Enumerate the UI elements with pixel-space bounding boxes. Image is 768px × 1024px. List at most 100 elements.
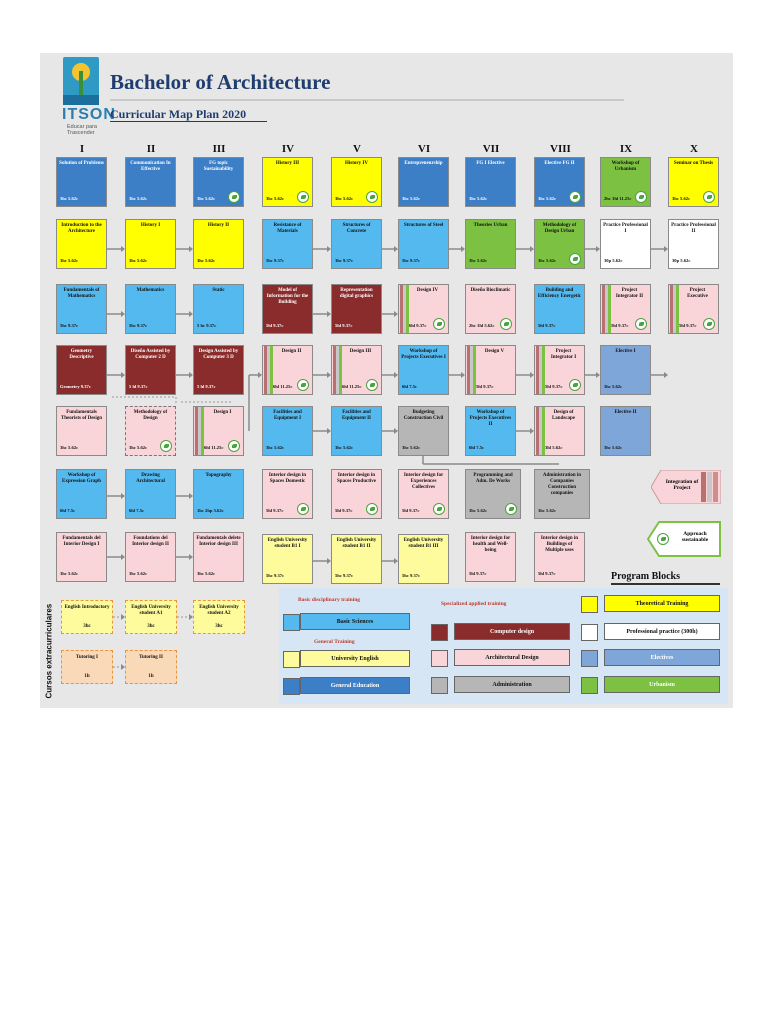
- course-name: Elective II: [614, 410, 637, 415]
- sustainability-icon: [703, 318, 715, 330]
- course-credits: 3hc 5.62c: [197, 571, 216, 576]
- course-name: English University student B1 II: [336, 538, 377, 549]
- course-name: English University student B1 III: [403, 538, 444, 549]
- course-name: Project Integrator I: [550, 349, 577, 360]
- extracurricular-credits: 1h: [84, 674, 90, 679]
- integration-stripe: [608, 285, 611, 333]
- course-name: English University student B1 I: [267, 538, 308, 549]
- course-credits: 3hc 5.62c: [129, 445, 148, 450]
- course-credits: 5hl 9.37c: [402, 508, 420, 513]
- program-blocks-title: Program Blocks: [611, 571, 680, 582]
- semester-header: VII: [482, 143, 500, 155]
- legend-swatch-computer-design: [431, 624, 448, 641]
- course-credits: 3hc 5.62c: [129, 258, 148, 263]
- course-credits: 3hc 5.62c: [538, 258, 557, 263]
- integration-stripe: [267, 346, 270, 394]
- course-credits: 30p 5.62c: [604, 258, 623, 263]
- course-name: Geometry Descriptive: [69, 349, 94, 360]
- logo-name: ITSON: [62, 106, 116, 123]
- course-name: Budgeting Construction Civil: [403, 410, 444, 421]
- sustainability-icon: [297, 191, 309, 203]
- integration-stripe: [542, 407, 545, 455]
- legend-swatch-administration: [431, 677, 448, 694]
- course-credits: 5hl 9.37c: [266, 508, 284, 513]
- sustainability-icon: [635, 191, 647, 203]
- course-name: Design II: [281, 349, 302, 354]
- course-credits: 5hc 9.37c: [266, 573, 285, 578]
- legend-label-urbanism: Urbanism: [604, 676, 720, 693]
- integration-stripe: [400, 285, 403, 333]
- course-credits: 3hc 5.62c: [60, 445, 79, 450]
- extracurricular-credits: 3hc: [83, 624, 91, 629]
- integration-stripe: [473, 346, 476, 394]
- integration-stripe: [264, 346, 267, 394]
- course-name: Workshop of Projects Executives II: [469, 410, 512, 427]
- course-credits: 3hc 5.62c: [266, 445, 285, 450]
- semester-header: II: [146, 143, 156, 155]
- course-credits: 5hl 9.37c: [679, 323, 697, 328]
- course-card: Interior design for health and Well-bein…: [465, 532, 516, 582]
- course-name: Structures of Steel: [403, 223, 444, 228]
- course-card: Project Integrator I 5hl 9.37c: [534, 345, 585, 395]
- course-credits: 3hc 5.62c: [335, 445, 354, 450]
- course-credits: 5hc 9.37c: [402, 258, 421, 263]
- legend-label-administration: Administration: [454, 676, 570, 693]
- course-credits: 3hc 5.62c: [538, 196, 557, 201]
- legend-label-professional-practice: Professional practice (300h): [604, 623, 720, 640]
- sustainability-icon: [657, 533, 669, 545]
- course-credits: 3hc 5.62c: [402, 196, 421, 201]
- legend-specialized-heading: Specialized applied training: [441, 601, 507, 607]
- course-credits: 3hc 5.62c: [469, 258, 488, 263]
- extracurricular-credits: 1h: [148, 674, 154, 679]
- course-credits: 3hc 9.37c: [335, 258, 354, 263]
- course-card: Structures of Steel 5hc 9.37c: [398, 219, 449, 269]
- legend-swatch-urbanism: [581, 677, 598, 694]
- legend-label-basic-sciences: Basic Sciences: [300, 613, 410, 630]
- extracurricular-credits: 3hc: [147, 624, 155, 629]
- sustainability-icon: [635, 318, 647, 330]
- course-name: Representation digital graphics: [339, 288, 374, 299]
- legend-swatch-university-english: [283, 651, 300, 668]
- course-card: Interior design for Experiences Collecti…: [398, 469, 449, 519]
- integration-stripe: [536, 407, 539, 455]
- subtitle-underline: [110, 121, 267, 122]
- integration-stripe: [670, 285, 673, 333]
- integration-stripe: [539, 407, 542, 455]
- legend-label-electives: Electives: [604, 649, 720, 666]
- course-name: Facilities and Equipment I: [273, 410, 302, 421]
- course-card: Facilities and Equipment I 3hc 5.62c: [262, 406, 313, 456]
- course-credits: 3hl 5.62c: [545, 445, 563, 450]
- integration-stripe: [605, 285, 608, 333]
- course-name: Communication In Effective: [130, 161, 171, 172]
- legend-swatch-architectural-design: [431, 650, 448, 667]
- course-name: Theories Urban: [473, 223, 508, 228]
- course-credits: 3hc 5.62c: [266, 196, 285, 201]
- legend-swatch-theoretical-training: [581, 596, 598, 613]
- integration-stripe: [673, 285, 676, 333]
- course-credits: 5hl 9.37c: [545, 384, 563, 389]
- integration-stripe: [403, 285, 406, 333]
